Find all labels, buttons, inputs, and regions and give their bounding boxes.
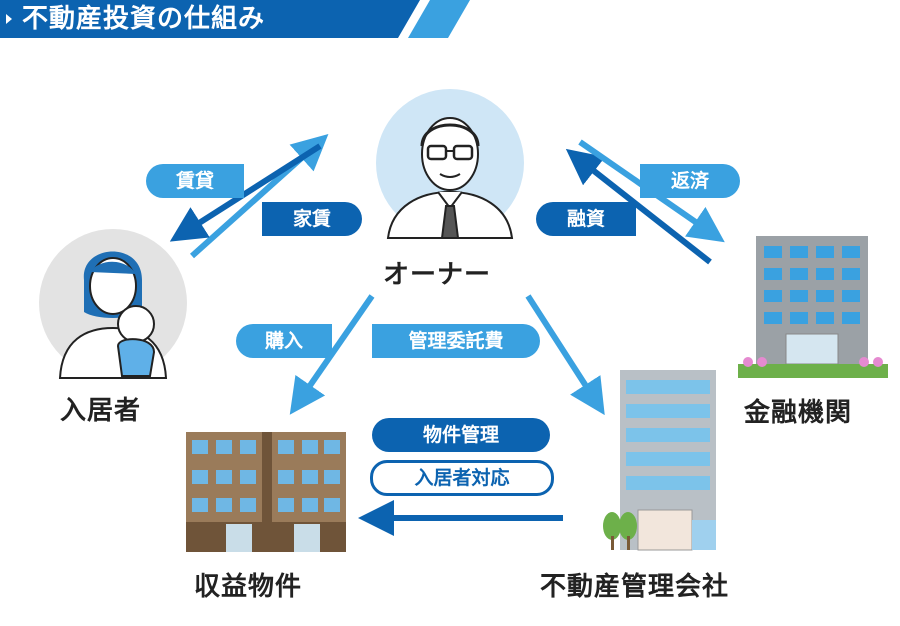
arrow-repayment — [565, 148, 712, 265]
node-label-bank: 金融機関 — [744, 398, 853, 428]
bank-building-illustration — [738, 236, 888, 378]
node-label-management: 不動産管理会社 — [540, 572, 730, 602]
owner-illustration — [376, 89, 524, 239]
flow-label-property-management: 物件管理 — [372, 418, 550, 452]
flow-label-purchase: 購入 — [236, 324, 332, 358]
arrow-rent — [169, 143, 322, 242]
flow-label-rent: 家賃 — [262, 202, 362, 236]
property-building-illustration — [186, 432, 346, 552]
arrow-management-fee — [525, 294, 605, 416]
page-title: 不動産投資の仕組み — [22, 4, 266, 34]
flow-label-management-fee: 管理委託費 — [372, 324, 540, 358]
management-building-illustration — [603, 370, 716, 551]
flow-label-financing: 融資 — [536, 202, 636, 236]
node-label-tenant: 入居者 — [60, 396, 142, 426]
arrow-purchase — [289, 294, 375, 415]
node-label-owner: オーナー — [383, 260, 492, 290]
flow-label-tenant-support: 入居者対応 — [370, 460, 554, 496]
flow-label-lease: 賃貸 — [146, 164, 244, 198]
title-banner — [0, 0, 470, 38]
flow-label-repayment: 返済 — [640, 164, 740, 198]
node-label-property: 収益物件 — [194, 572, 303, 602]
tenant-illustration — [39, 229, 187, 379]
